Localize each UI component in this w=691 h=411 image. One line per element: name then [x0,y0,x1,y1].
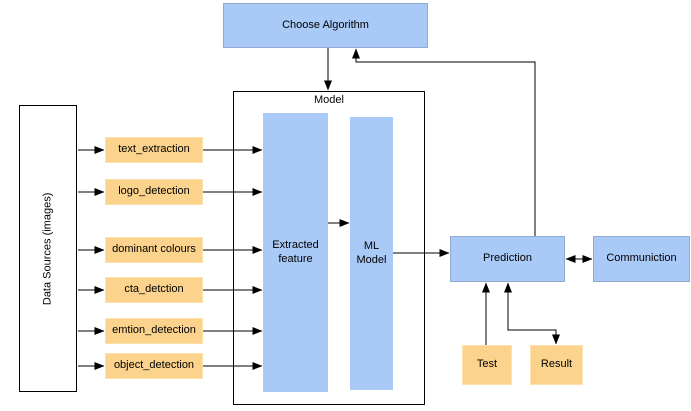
choose-algorithm-label: Choose Algorithm [282,18,369,31]
feature-node-cta-detection: cta_detction [105,277,203,303]
test-label: Test [476,358,498,371]
result-node: Result [530,345,583,385]
feature-label: cta_detction [124,283,184,296]
feature-label: emtion_detection [112,324,196,337]
data-sources-node: Data Sources (images) [19,105,77,392]
feature-node-text-extraction: text_extraction [105,137,203,163]
test-node: Test [462,345,512,385]
extracted-feature-node: Extracted feature [263,113,328,392]
model-label: Model [314,94,344,106]
communication-node: Communiction [593,236,690,282]
choose-algorithm-node: Choose Algorithm [223,3,428,48]
result-label: Result [540,358,573,371]
feature-node-dominant-colours: dominant colours [105,237,203,263]
feature-label: object_detection [113,359,195,372]
feature-node-emotion-detection: emtion_detection [105,318,203,344]
feature-label: text_extraction [118,143,190,156]
model-container [233,91,425,405]
feature-node-logo-detection: logo_detection [105,179,203,205]
prediction-node: Prediction [450,236,565,282]
prediction-label: Prediction [483,252,532,265]
extracted-feature-label: Extracted feature [272,238,319,265]
data-sources-label: Data Sources (images) [41,192,54,305]
ml-model-node: ML Model [350,117,393,390]
feature-node-object-detection: object_detection [105,353,203,379]
feature-label: dominant colours [112,243,196,256]
ml-model-label: ML Model [356,239,387,266]
feature-label: logo_detection [118,185,190,198]
communication-label: Communiction [606,252,677,265]
connector-prediction-result [504,282,560,345]
